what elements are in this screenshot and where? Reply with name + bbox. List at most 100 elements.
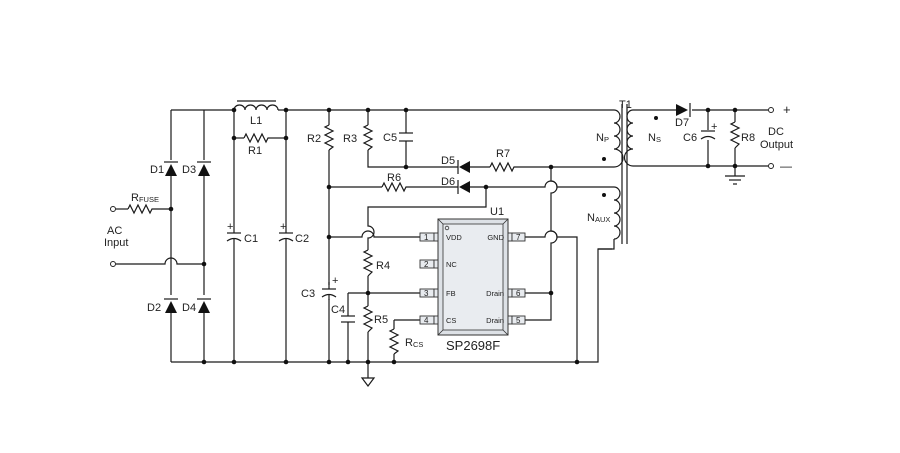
label-c3-plus: +: [332, 275, 338, 287]
resistor-r8: [729, 121, 741, 149]
phase-dot-np: [602, 157, 606, 161]
label-dc: DC: [768, 126, 784, 138]
wire-ac2: [116, 257, 204, 265]
winding-np: [613, 109, 624, 168]
pin-7: [507, 232, 526, 242]
label-r4: R4: [376, 260, 390, 272]
label-c1-plus: +: [227, 221, 233, 233]
pin-4-name: CS: [446, 316, 456, 325]
pin-6: [507, 288, 526, 298]
phase-dot-ns: [654, 116, 658, 120]
pin-7-number: 7: [516, 233, 521, 242]
label-t1: T1: [619, 99, 632, 111]
resistor-r6: [381, 181, 408, 193]
label-r1: R1: [248, 145, 262, 157]
pin-6-number: 6: [516, 289, 521, 298]
pin-2-name: NC: [446, 260, 457, 269]
label-d2: D2: [147, 302, 161, 314]
pin-4-number: 4: [424, 316, 429, 325]
label-part-number: SP2698F: [446, 338, 500, 353]
pin1-marker: [444, 225, 450, 231]
label-plus: +: [783, 102, 791, 117]
resistor-r2: [323, 124, 335, 151]
wire-d6-r4: [367, 187, 487, 250]
pin-3: [419, 288, 439, 298]
label-c2: C2: [295, 233, 309, 245]
diode-d1: [164, 161, 178, 176]
label-r8: R8: [741, 132, 755, 144]
inductor-l1: [233, 100, 279, 111]
resistor-r4: [362, 249, 374, 277]
label-c3: C3: [301, 288, 315, 300]
phase-dot-naux: [602, 193, 606, 197]
resistor-r3: [362, 124, 374, 151]
dc-terminal-neg: [768, 163, 774, 169]
label-output: Output: [760, 139, 793, 151]
diode-d5: [457, 160, 470, 174]
ground-icon: [360, 377, 376, 387]
label-l1: L1: [250, 115, 262, 127]
label-d4: D4: [182, 302, 196, 314]
ic-u1: 1 2 3 4 7 6 5 VDD NC FB CS GND Drain Dra…: [419, 218, 526, 336]
label-c5: C5: [383, 132, 397, 144]
capacitor-c4: [341, 315, 355, 323]
label-input: Input: [104, 237, 128, 249]
junction-dots: [168, 107, 738, 365]
label-minus: —: [780, 159, 792, 173]
label-c4: C4: [331, 304, 345, 316]
wire-r3-bottom: [367, 150, 406, 168]
resistor-r1: [243, 132, 270, 144]
diode-d4: [197, 298, 211, 313]
pin-3-name: FB: [446, 289, 456, 298]
label-d7: D7: [675, 117, 689, 129]
rfuse-resistor: [127, 203, 154, 215]
label-d6: D6: [441, 176, 455, 188]
pin-1: [419, 232, 439, 242]
wire-gnd7: [525, 230, 578, 362]
diode-d2: [164, 298, 178, 313]
label-naux: NAUX: [587, 212, 610, 224]
label-d5: D5: [441, 155, 455, 167]
ac-terminal-1: [110, 206, 116, 212]
label-c1: C1: [244, 233, 258, 245]
diode-d3: [197, 161, 211, 176]
labels: RFUSE AC Input D1 D3 D2 D4 L1 R1 C1 C2 +…: [104, 99, 793, 353]
label-u1: U1: [490, 206, 504, 218]
capacitor-c5: [399, 132, 413, 142]
pin-2-number: 2: [424, 260, 429, 269]
ac-terminal-2: [110, 261, 116, 267]
earth-ground-icon: [725, 175, 745, 185]
label-c6-plus: +: [711, 121, 717, 133]
pin-7-name: GND: [487, 233, 504, 242]
pin-1-name: VDD: [446, 233, 462, 242]
wire-vdd: [329, 230, 420, 238]
label-ns: NS: [648, 132, 661, 144]
label-rfuse: RFUSE: [131, 192, 159, 204]
capacitor-c2: [278, 228, 294, 242]
resistor-r7: [489, 161, 516, 173]
label-d3: D3: [182, 164, 196, 176]
label-r7: R7: [496, 148, 510, 160]
label-r2: R2: [307, 133, 321, 145]
pin-6-name: Drain: [486, 289, 504, 298]
pin-5-number: 5: [516, 316, 521, 325]
label-rcs: RCS: [405, 337, 423, 349]
label-d1: D1: [150, 164, 164, 176]
pin-1-number: 1: [424, 233, 429, 242]
capacitor-c1: [226, 228, 242, 242]
label-np: NP: [596, 132, 609, 144]
label-c2-plus: +: [280, 221, 286, 233]
winding-leads: [598, 109, 615, 250]
label-r5: R5: [374, 314, 388, 326]
dc-terminal-pos: [768, 107, 774, 113]
winding-ns: [623, 109, 634, 167]
pin-5: [507, 315, 526, 325]
resistor-r5: [362, 305, 374, 333]
pin-2: [419, 259, 439, 269]
label-r6: R6: [387, 172, 401, 184]
wire-d6-naux: [470, 180, 606, 188]
winding-naux: [613, 186, 621, 240]
pin-3-number: 3: [424, 289, 429, 298]
wire-bottom-rail: [171, 248, 612, 363]
